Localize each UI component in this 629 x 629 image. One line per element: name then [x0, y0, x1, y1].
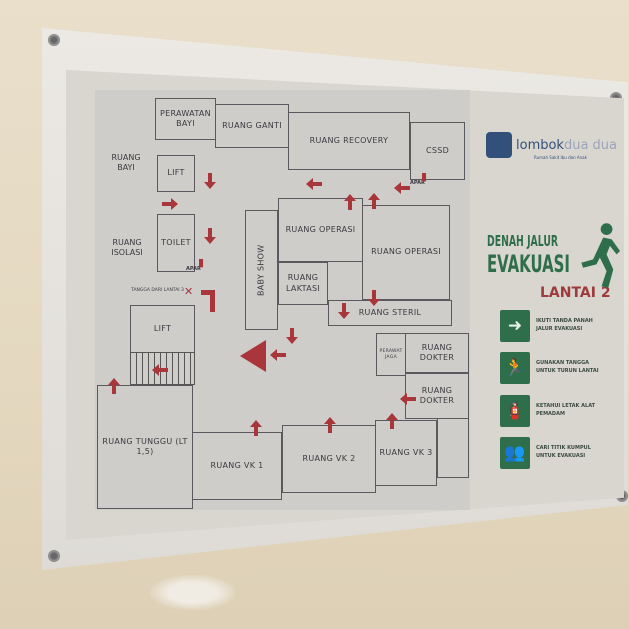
- evacuation-arrow-icon: [324, 417, 336, 433]
- lombok-logo-icon: [486, 132, 512, 158]
- evacuation-arrow-icon: [386, 413, 398, 429]
- sign-title-line1: DENAH JALUR: [487, 232, 559, 250]
- floor-label: LANTAI 2: [540, 285, 611, 301]
- legend-text: CARI TITIK KUMPUL UNTUK EVAKUASI: [536, 445, 591, 459]
- stairs-runner-icon: 🏃: [500, 352, 530, 384]
- room-ruang-bayi: RUANG BAYI: [111, 153, 141, 173]
- room-ruang-ganti: RUANG GANTI: [215, 104, 289, 148]
- evacuation-arrow-icon: [394, 182, 410, 194]
- legend-text: GUNAKAN TANGGA UNTUK TURUN LANTAI: [536, 360, 599, 374]
- evacuation-arrow-icon: [368, 290, 380, 306]
- fire-extinguisher-icon: ▮: [198, 256, 205, 269]
- corner-arrow-icon: [201, 290, 215, 312]
- legend-text: KETAHUI LETAK ALAT PEMADAM: [536, 403, 596, 417]
- stairs-from-floor-3-label: TANGGA DARI LANTAI 3: [131, 288, 184, 293]
- room-perawatan-bayi: PERAWATAN BAYI: [155, 98, 216, 140]
- room-ruang-vk2: RUANG VK 2: [282, 425, 376, 493]
- room-lift-big: LIFT: [130, 305, 195, 353]
- room-toilet: TOILET: [157, 214, 195, 272]
- fire-extinguisher-icon: 🧯: [500, 395, 530, 427]
- screw-icon: [48, 550, 60, 562]
- room-perawat-jaga: PERAWAT JAGA: [376, 333, 406, 376]
- room-ruang-tunggu: RUANG TUNGGU (LT 1,5): [97, 385, 193, 509]
- apar-label: APAR: [410, 180, 425, 186]
- logo-brand: lombokdua dua: [516, 138, 617, 153]
- assembly-point-icon: 👥: [500, 437, 530, 469]
- room-ruang-recovery: RUANG RECOVERY: [288, 112, 410, 170]
- evacuation-arrow-icon: [152, 364, 168, 376]
- evacuation-arrow-icon: [204, 228, 216, 244]
- evacuation-arrow-icon: [270, 349, 286, 361]
- evacuation-arrow-icon: [250, 420, 262, 436]
- room-ruang-vk3: RUANG VK 3: [375, 420, 437, 486]
- evacuation-arrow-icon: [368, 193, 380, 209]
- room-ruang-operasi-2: RUANG OPERASI: [362, 205, 450, 300]
- large-evacuation-arrow-icon: [240, 340, 266, 372]
- room-baby-show: BABY SHOW: [245, 210, 278, 330]
- evacuation-arrow-icon: [286, 328, 298, 344]
- evacuation-arrow-icon: [162, 198, 178, 210]
- evacuation-arrow-icon: [108, 378, 120, 394]
- room-ruang-laktasi: RUANG LAKTASI: [278, 262, 328, 305]
- evacuation-arrow-icon: [204, 173, 216, 189]
- room-ruang-isolasi: RUANG ISOLASI: [111, 238, 143, 258]
- logo-tagline: Rumah Sakit Ibu dan Anak: [534, 155, 587, 160]
- evacuation-arrow-icon: [306, 178, 322, 190]
- evacuation-arrow-icon: [400, 393, 416, 405]
- legend-text: IKUTI TANDA PANAH JALUR EVAKUASI: [536, 318, 593, 332]
- apar-label: APAR: [186, 266, 201, 272]
- room-cssd: CSSD: [410, 122, 465, 180]
- logo-brand-suffix: dua dua: [563, 138, 618, 153]
- fire-extinguisher-icon: ▮: [421, 170, 428, 183]
- room-ruang-steril: RUANG STERIL: [328, 300, 452, 326]
- running-man-exit-icon: [581, 223, 620, 288]
- room-ruang-vk1: RUANG VK 1: [192, 432, 282, 500]
- evacuation-arrow-icon: [344, 194, 356, 210]
- screw-icon: [48, 34, 60, 46]
- evacuation-arrow-icon: [338, 303, 350, 319]
- x-mark-icon: ✕: [184, 285, 194, 298]
- sign-title-line2: EVAKUASI: [487, 250, 570, 278]
- arrow-sign-icon: ➜: [500, 310, 530, 342]
- logo-brand-main: lombok: [516, 138, 564, 153]
- room-unlabeled: [437, 418, 469, 478]
- room-lift-small: LIFT: [157, 155, 195, 192]
- room-ruang-dokter-1: RUANG DOKTER: [405, 333, 469, 373]
- wall-paint-patch: [150, 575, 235, 610]
